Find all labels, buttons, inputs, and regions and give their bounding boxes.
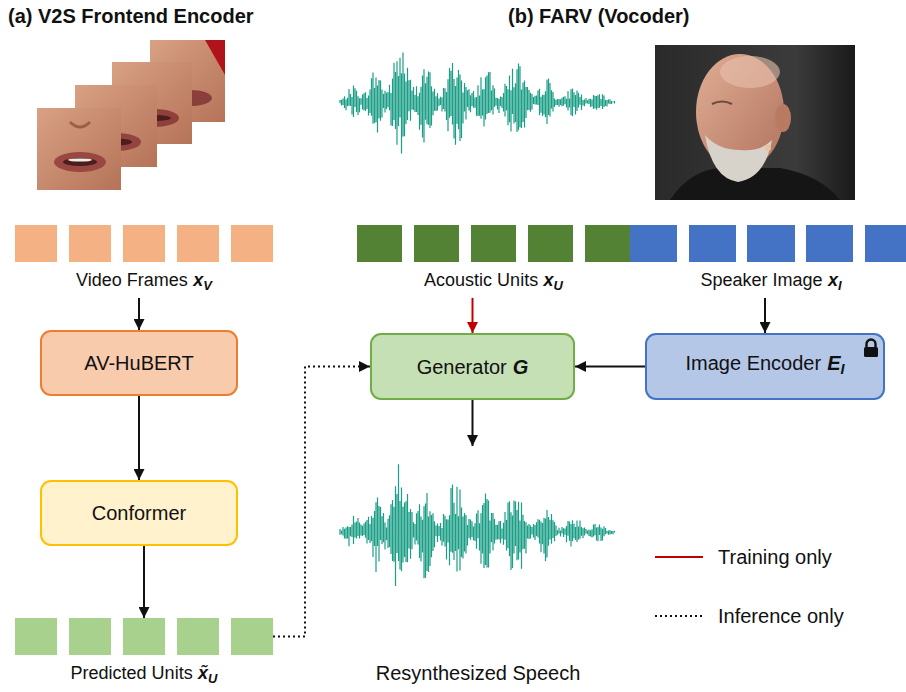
unit-square: [630, 225, 677, 262]
flow-arrow: [472, 298, 474, 333]
frame-front: [37, 108, 121, 190]
legend-label: Inference only: [718, 605, 844, 627]
math-symbol: G: [513, 356, 529, 378]
unit-square: [865, 225, 906, 262]
teeth: [68, 158, 92, 161]
math-symbol: E: [827, 352, 840, 374]
label-text: Conformer: [92, 502, 186, 524]
unit-sequence: Predicted Unitsx̃U: [15, 618, 273, 691]
output-waveform: [340, 464, 615, 586]
unit-square: [177, 618, 219, 655]
node-label: Image EncoderEI: [686, 351, 845, 381]
flow-arrow: [138, 298, 140, 330]
unit-strip: [357, 225, 630, 262]
unit-square: [15, 225, 57, 262]
unit-strip: [15, 225, 273, 262]
flow-arrow: [764, 298, 766, 333]
unit-strip: [630, 225, 906, 262]
unit-square: [231, 225, 273, 262]
process-box: Conformer: [40, 480, 238, 546]
unit-square: [177, 225, 219, 262]
waveform-path: [340, 53, 615, 154]
process-box: AV-HuBERT: [40, 330, 238, 396]
unit-square: [528, 225, 573, 262]
node-label: Acoustic Units xU: [357, 268, 630, 298]
unit-square: [414, 225, 459, 262]
math-subscript: I: [838, 278, 842, 293]
unit-square: [471, 225, 516, 262]
lock-shackle: [867, 340, 876, 348]
label-text: Video Frames: [76, 270, 188, 290]
math-symbol: x̃: [198, 663, 208, 683]
mouth: [63, 158, 97, 166]
unit-square: [123, 225, 165, 262]
math-subscript: V: [203, 278, 212, 293]
nose: [70, 122, 90, 127]
flow-arrow: [273, 367, 370, 637]
waveform-path: [340, 464, 615, 586]
legend-line: [655, 615, 703, 617]
unit-square: [123, 618, 165, 655]
legend-line: [655, 556, 703, 558]
math-symbol: x: [828, 270, 838, 290]
input-waveform: [340, 53, 615, 154]
math-subscript: U: [554, 278, 563, 293]
scalp: [720, 56, 780, 88]
math-symbol: x: [193, 270, 203, 290]
unit-square: [689, 225, 736, 262]
lips: [54, 152, 106, 172]
unit-sequence: Acoustic Units xU: [357, 225, 630, 298]
node-label: Conformer: [92, 501, 186, 525]
legend-text: Inference only: [718, 604, 844, 628]
label-text: Image Encoder: [686, 352, 822, 374]
panel-heading: (a) V2S Frontend Encoder: [8, 4, 254, 28]
lock-icon: [862, 338, 880, 358]
unit-square: [747, 225, 794, 262]
label-text: Speaker Image: [700, 270, 822, 290]
node-label: AV-HuBERT: [84, 351, 193, 375]
output-arrow: [472, 400, 474, 446]
math-subscript: I: [840, 362, 844, 378]
math-symbol: x: [544, 270, 554, 290]
unit-square: [15, 618, 57, 655]
beard: [705, 135, 772, 182]
node-label: Speaker Image xI: [630, 268, 906, 298]
lock-body: [864, 347, 878, 357]
unit-strip: [15, 618, 273, 655]
flow-arrow: [575, 366, 645, 368]
node-label: Generator G: [417, 355, 529, 379]
unit-square: [806, 225, 853, 262]
unit-square: [69, 225, 111, 262]
ear: [775, 104, 791, 132]
eye: [712, 102, 732, 105]
legend-text: Training only: [718, 545, 832, 569]
flow-arrow: [138, 396, 140, 480]
unit-square: [357, 225, 402, 262]
label-text: AV-HuBERT: [84, 352, 193, 374]
photo-bg: [655, 45, 855, 200]
process-box: Image EncoderEI: [645, 333, 885, 400]
unit-sequence: Speaker Image xI: [630, 225, 906, 298]
unit-square: [69, 618, 111, 655]
label-text: Acoustic Units: [424, 270, 538, 290]
math-subscript: U: [208, 671, 217, 686]
node-label: Predicted Unitsx̃U: [15, 661, 273, 691]
unit-square: [585, 225, 630, 262]
label-text: Predicted Units: [71, 663, 193, 683]
legend-label: Training only: [718, 546, 832, 568]
frame-corner: [205, 40, 225, 75]
panel-heading: (b) FARV (Vocoder): [508, 4, 689, 28]
flow-arrow: [143, 546, 145, 618]
label-text: Generator: [417, 356, 507, 378]
output-caption: Resynthesized Speech: [330, 661, 626, 685]
unit-square: [231, 618, 273, 655]
video-frames: [37, 40, 225, 190]
process-box: Generator G: [370, 333, 575, 400]
microphone: [765, 145, 771, 151]
node-label: Video FramesxV: [15, 268, 273, 298]
speaker-photo: [655, 45, 855, 200]
unit-sequence: Video FramesxV: [15, 225, 273, 298]
